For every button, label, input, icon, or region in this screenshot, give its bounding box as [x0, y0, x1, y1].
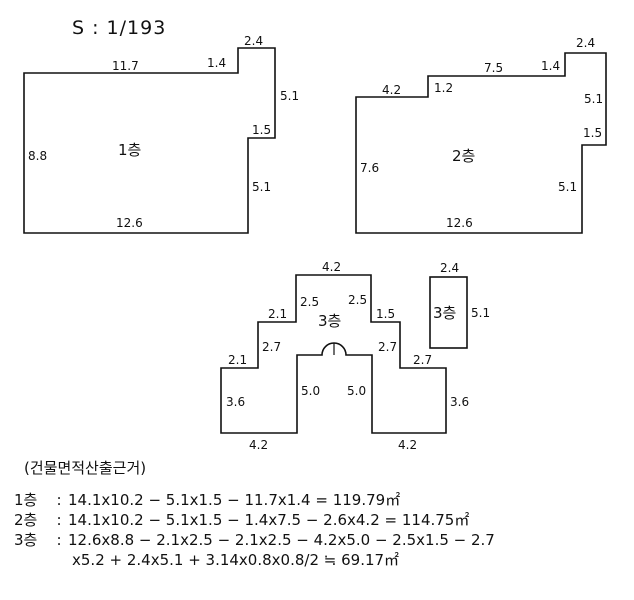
floor3-dim-step-right-lower: 2.7 [413, 353, 432, 367]
floor3-dim-outer-right: 3.6 [450, 395, 469, 409]
floor2-dim-top-mid: 7.5 [484, 61, 503, 75]
calc-row-sep: : [56, 491, 62, 509]
floor2-dim-top-left: 4.2 [382, 83, 401, 97]
calc-row-label: 3층 [14, 531, 38, 549]
floor3-dim-vert-left-mid: 2.7 [262, 340, 281, 354]
calc-row-floor2: 2층:14.1x10.2 − 5.1x1.5 − 1.4x7.5 − 2.6x4… [14, 510, 624, 530]
floor2-dim-step-right: 1.4 [541, 59, 560, 73]
floor1-dim-top-step: 1.4 [207, 56, 226, 70]
floor2-outline [355, 52, 607, 234]
floor1-dim-left: 8.8 [28, 149, 47, 163]
floor1-dim-top-short: 2.4 [244, 34, 263, 48]
calc-row-floor3-continuation: x5.2 + 2.4x5.1 + 3.14x0.8x0.8/2 ≒ 69.17㎡ [72, 551, 400, 569]
floor3-dim-step-left-lower: 2.1 [228, 353, 247, 367]
floor3-dim-leg-right: 5.0 [347, 384, 366, 398]
floor3-dim-top: 4.2 [322, 260, 341, 274]
floor3-dim-vert-right-mid: 2.7 [378, 340, 397, 354]
floor3-dim-leg-left: 5.0 [301, 384, 320, 398]
calc-row-expr: 12.6x8.8 − 2.1x2.5 − 2.1x2.5 − 4.2x5.0 −… [68, 531, 495, 549]
floor3-dim-outer-left: 3.6 [226, 395, 245, 409]
floor2-dim-notch: 1.5 [583, 126, 602, 140]
calc-row-floor3: 3층:12.6x8.8 − 2.1x2.5 − 2.1x2.5 − 4.2x5.… [14, 530, 624, 550]
calc-row-label: 2층 [14, 511, 38, 529]
floor1-dim-top-long: 11.7 [112, 59, 139, 73]
scale-label: S : 1/193 [72, 17, 166, 39]
floor1-outline [23, 47, 276, 234]
calc-title: (건물면적산출근거) [24, 459, 147, 477]
floor2-dim-right-upper: 5.1 [584, 92, 603, 106]
calc-row-floor1: 1층:14.1x10.2 − 5.1x1.5 − 11.7x1.4 = 119.… [14, 490, 624, 510]
floor1-dim-right-upper: 5.1 [280, 89, 299, 103]
calc-row-sep: : [56, 531, 62, 549]
floor3-annex-dim-right: 5.1 [471, 306, 490, 320]
floor3-dim-inner-right: 2.5 [348, 293, 367, 307]
floor1-dim-bottom: 12.6 [116, 216, 143, 230]
area-calculation: (건물면적산출근거) 1층:14.1x10.2 − 5.1x1.5 − 11.7… [14, 458, 624, 570]
floor3-dim-inner-left: 2.5 [300, 295, 319, 309]
calc-row-expr: 14.1x10.2 − 5.1x1.5 − 1.4x7.5 − 2.6x4.2 … [68, 511, 470, 529]
floor2-label: 2층 [452, 147, 475, 165]
floor3-annex-label: 3층 [433, 304, 456, 322]
floor3-label: 3층 [318, 312, 341, 330]
calc-row-sep: : [56, 511, 62, 529]
floor1-label: 1층 [118, 141, 141, 159]
floor3-annex-dim-top: 2.4 [440, 261, 459, 275]
floor3-dim-step-left-upper: 2.1 [268, 307, 287, 321]
floor1-dim-notch: 1.5 [252, 123, 271, 137]
calc-row-expr: 14.1x10.2 − 5.1x1.5 − 11.7x1.4 = 119.79㎡ [68, 491, 401, 509]
floor3-annex-outline [429, 276, 468, 349]
calc-row-label: 1층 [14, 491, 38, 509]
floor3-outline [220, 274, 447, 434]
floor2-dim-top-short: 2.4 [576, 36, 595, 50]
floor3-dim-step-right-upper: 1.5 [376, 307, 395, 321]
floor3-dim-bottom-left: 4.2 [249, 438, 268, 452]
floor1-dim-right-lower: 5.1 [252, 180, 271, 194]
floor2-dim-bottom: 12.6 [446, 216, 473, 230]
floor3-dim-bottom-right: 4.2 [398, 438, 417, 452]
floor2-dim-right-lower: 5.1 [558, 180, 577, 194]
floor2-dim-step-left: 1.2 [434, 81, 453, 95]
floor-plan-diagram: S : 1/193 1층 11.7 1.4 2.4 5.1 1.5 5.1 12… [23, 17, 607, 452]
floor2-dim-left: 7.6 [360, 161, 379, 175]
